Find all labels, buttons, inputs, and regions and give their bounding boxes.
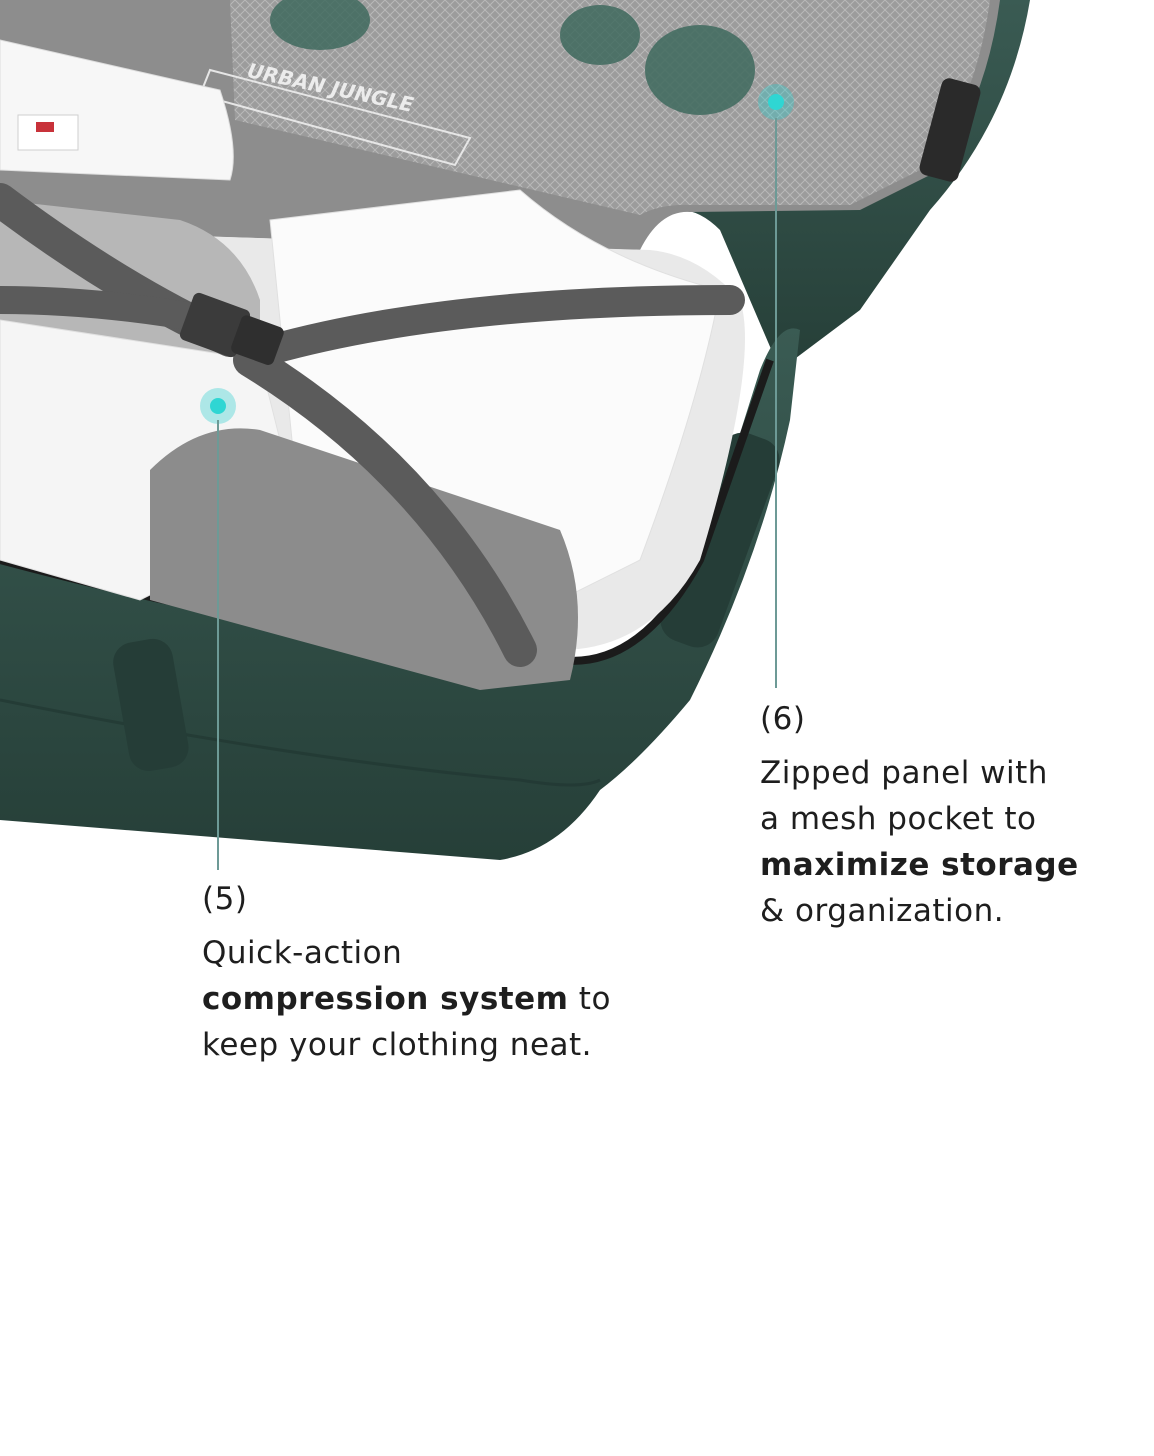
callout-6-line1: Zipped panel with	[760, 755, 1048, 791]
side-handle	[113, 638, 189, 771]
callout-6-number: (6)	[760, 701, 806, 737]
leader-line-5	[217, 420, 219, 870]
callout-5-bold: compression system	[202, 981, 569, 1017]
callout-5-line1: Quick-action	[202, 935, 403, 971]
lock-icon	[919, 78, 981, 182]
hotspot-6-dot	[768, 94, 784, 110]
callout-6-line2: a mesh pocket to	[760, 801, 1037, 837]
callout-6-bold: maximize storage	[760, 847, 1079, 883]
callout-mesh-pocket: (6) Zipped panel with a mesh pocket to m…	[760, 696, 1079, 934]
callout-6-line4: & organization.	[760, 893, 1005, 929]
toiletry-pouch	[150, 428, 578, 690]
callout-5-line3: keep your clothing neat.	[202, 1027, 593, 1063]
hotspot-6[interactable]	[758, 84, 794, 120]
leader-line-6	[775, 118, 777, 688]
callout-5-line2: compression system to	[202, 976, 611, 1022]
callout-compression-system: (5) Quick-action compression system to k…	[202, 876, 611, 1068]
callout-6-line3: maximize storage	[760, 842, 1079, 888]
mesh-pocket	[230, 0, 990, 215]
front-handle	[660, 432, 780, 648]
callout-5-after-bold: to	[568, 981, 611, 1017]
mesh-pocket-items	[270, 0, 755, 115]
hotspot-5-dot	[210, 398, 226, 414]
strap-buckle	[179, 292, 284, 365]
hotspot-5[interactable]	[200, 388, 236, 424]
callout-5-number: (5)	[202, 881, 248, 917]
base-shell	[0, 328, 800, 860]
